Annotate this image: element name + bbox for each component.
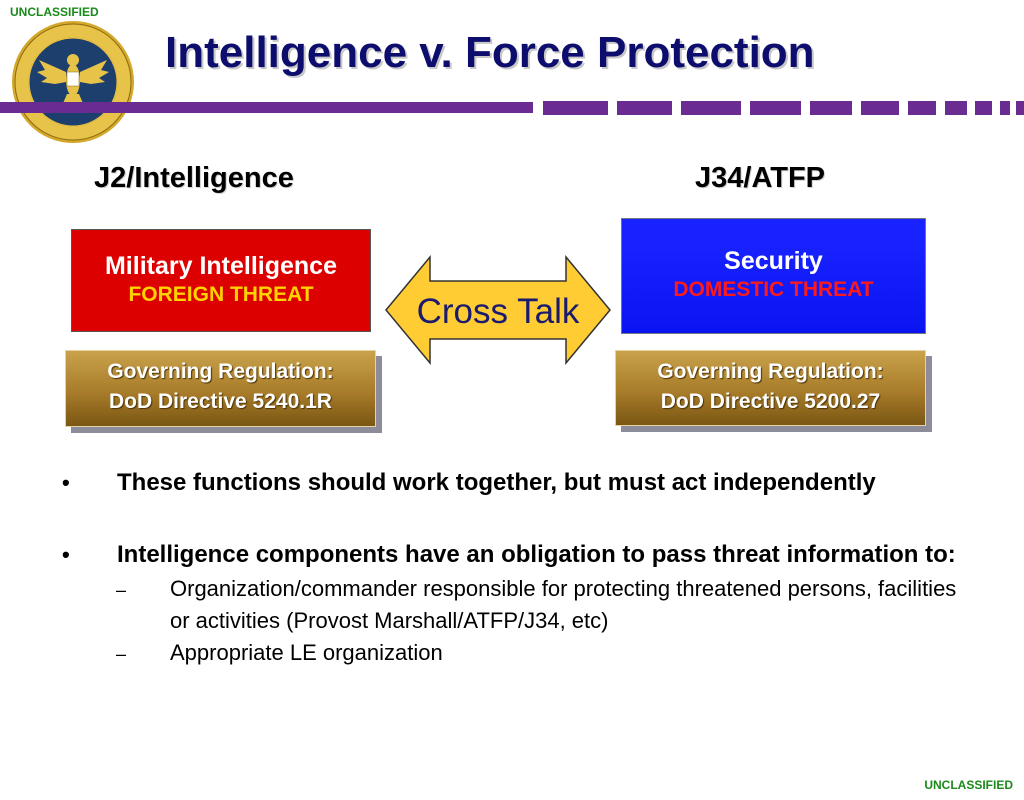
regulation-directive-right: DoD Directive 5200.27 [660, 390, 881, 413]
j34-atfp-heading: J34/ATFP [695, 162, 826, 194]
military-intelligence-box: Military Intelligence FOREIGN THREAT [71, 229, 371, 332]
bullet-mark: • [62, 470, 70, 495]
sub-bullet-mark: – [116, 580, 127, 600]
sub-bullet-item: – Appropriate LE organization [60, 637, 960, 669]
slide-title: Intelligence v. Force Protection [165, 28, 815, 77]
classification-top: UNCLASSIFIED [10, 5, 99, 19]
governing-regulation-right: Governing Regulation: DoD Directive 5200… [615, 350, 926, 426]
cross-talk-label: Cross Talk [417, 292, 580, 331]
sub-bullet-item: – Organization/commander responsible for… [60, 573, 960, 637]
regulation-heading-left: Governing Regulation: [107, 360, 334, 383]
security-box: Security DOMESTIC THREAT [621, 218, 926, 334]
security-label: Security [724, 247, 823, 275]
cross-talk-double-arrow: Cross Talk [385, 255, 611, 365]
bullet-text: These functions should work together, bu… [117, 469, 876, 496]
sub-bullet-text: Appropriate LE organization [170, 640, 443, 665]
sub-bullet-mark: – [116, 644, 127, 664]
domestic-threat-label: DOMESTIC THREAT [673, 278, 874, 301]
governing-regulation-left: Governing Regulation: DoD Directive 5240… [65, 350, 376, 427]
foreign-threat-label: FOREIGN THREAT [128, 283, 314, 306]
j2-intelligence-heading: J2/Intelligence [94, 162, 294, 194]
sub-bullet-list: – Organization/commander responsible for… [60, 573, 960, 669]
bullet-list: • These functions should work together, … [60, 465, 960, 669]
regulation-directive-left: DoD Directive 5240.1R [109, 390, 332, 413]
classification-bottom: UNCLASSIFIED [924, 778, 1013, 792]
bullet-mark: • [62, 542, 70, 567]
sub-bullet-text: Organization/commander responsible for p… [170, 576, 957, 633]
regulation-heading-right: Governing Regulation: [657, 360, 884, 383]
bullet-item: • Intelligence components have an obliga… [60, 537, 960, 573]
title-divider [0, 101, 1024, 115]
bullet-text: Intelligence components have an obligati… [117, 541, 956, 568]
military-intelligence-label: Military Intelligence [104, 252, 337, 280]
national-guard-bureau-seal [12, 21, 134, 143]
bullet-item: • These functions should work together, … [60, 465, 960, 501]
